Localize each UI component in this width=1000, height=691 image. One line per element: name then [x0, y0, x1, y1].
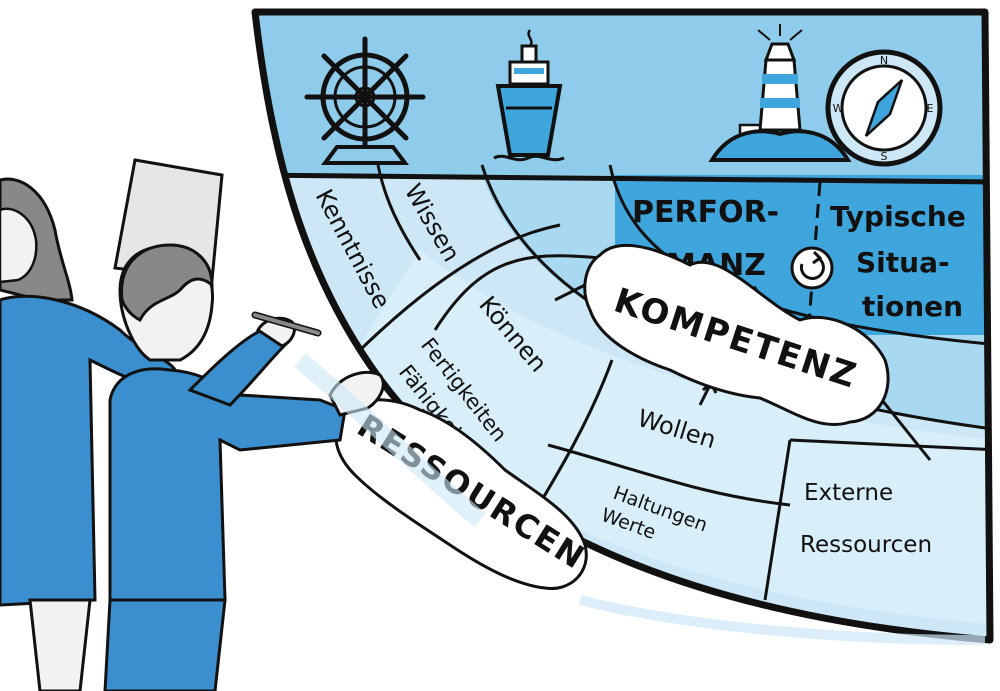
refresh-icon — [790, 246, 834, 290]
label-typische-line1: Typische — [830, 200, 966, 233]
label-performanz-line1: PERFOR- — [632, 195, 779, 230]
label-externe-ressourcen: Ressourcen — [800, 532, 932, 558]
ships-wheel-icon — [304, 36, 426, 165]
compass-north-label: N — [880, 54, 888, 67]
label-typische-line3: tionen — [862, 290, 963, 323]
compass-west-label: W — [833, 102, 844, 115]
lighthouse-icon — [708, 24, 852, 162]
label-typische-line2: Situa- — [856, 246, 950, 279]
brush-stroke — [294, 353, 486, 527]
label-externe: Externe — [804, 480, 893, 506]
man-figure — [103, 243, 385, 691]
ship-icon — [493, 29, 565, 162]
compass-south-label: S — [881, 150, 888, 163]
brush-stroke-bottom — [578, 595, 986, 645]
compass-east-label: E — [927, 102, 934, 115]
compass-icon: N E S W — [825, 49, 943, 167]
